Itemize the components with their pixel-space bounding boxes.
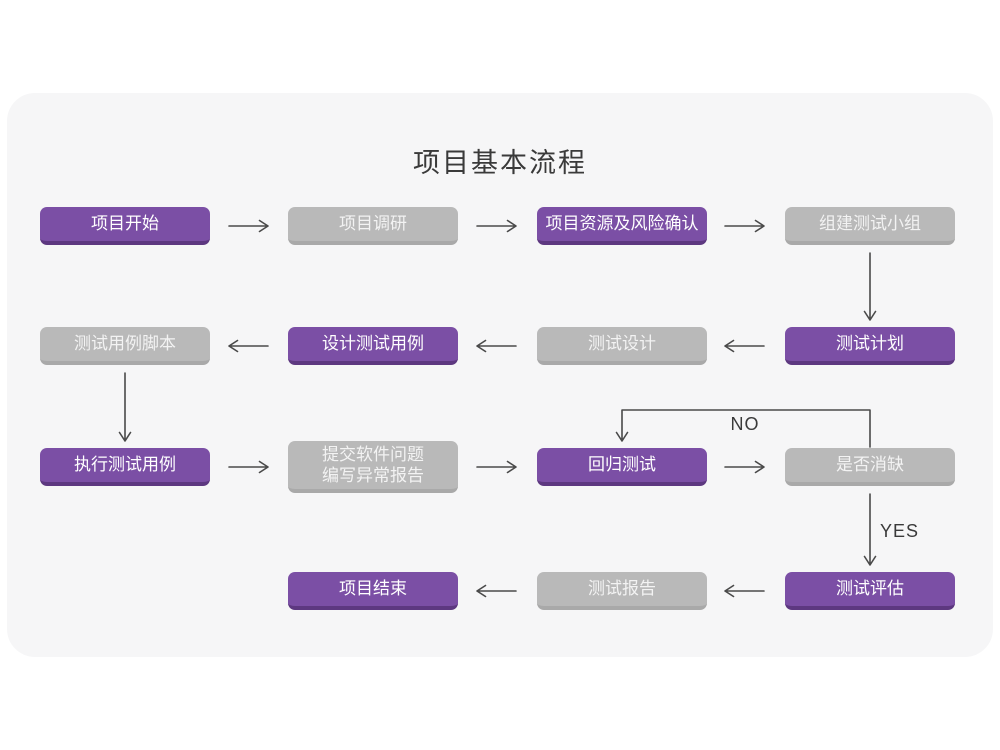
node-form-test-team: 组建测试小组 bbox=[785, 207, 955, 245]
node-project-research: 项目调研 bbox=[288, 207, 458, 245]
node-project-start: 项目开始 bbox=[40, 207, 210, 245]
node-test-design: 测试设计 bbox=[537, 327, 707, 365]
flowchart-card-background bbox=[7, 93, 993, 657]
node-label: 回归测试 bbox=[588, 455, 656, 475]
node-label: 测试报告 bbox=[588, 579, 656, 599]
node-defect-resolved: 是否消缺 bbox=[785, 448, 955, 486]
node-label: 项目资源及风险确认 bbox=[545, 214, 699, 234]
edge-label-no: NO bbox=[730, 414, 760, 434]
node-label: 项目结束 bbox=[339, 579, 407, 599]
node-execute-test-cases: 执行测试用例 bbox=[40, 448, 210, 486]
node-label: 测试设计 bbox=[588, 334, 656, 354]
node-label: 项目开始 bbox=[91, 214, 159, 234]
node-label: 项目调研 bbox=[339, 214, 407, 234]
node-regression-test: 回归测试 bbox=[537, 448, 707, 486]
node-label: 设计测试用例 bbox=[322, 334, 424, 354]
node-label: 执行测试用例 bbox=[74, 455, 176, 475]
node-test-plan: 测试计划 bbox=[785, 327, 955, 365]
node-test-evaluation: 测试评估 bbox=[785, 572, 955, 610]
node-label: 是否消缺 bbox=[836, 455, 904, 475]
node-design-test-cases: 设计测试用例 bbox=[288, 327, 458, 365]
node-label: 提交软件问题 编写异常报告 bbox=[322, 444, 424, 485]
node-label: 测试计划 bbox=[836, 334, 904, 354]
node-resources-risk-confirm: 项目资源及风险确认 bbox=[537, 207, 707, 245]
node-label: 测试用例脚本 bbox=[74, 334, 176, 354]
node-label: 组建测试小组 bbox=[819, 214, 921, 234]
node-label: 测试评估 bbox=[836, 579, 904, 599]
node-project-end: 项目结束 bbox=[288, 572, 458, 610]
node-submit-issues-report: 提交软件问题 编写异常报告 bbox=[288, 441, 458, 493]
diagram-title: 项目基本流程 bbox=[413, 148, 587, 178]
node-test-report: 测试报告 bbox=[537, 572, 707, 610]
node-test-case-scripts: 测试用例脚本 bbox=[40, 327, 210, 365]
edge-label-yes: YES bbox=[880, 521, 920, 541]
